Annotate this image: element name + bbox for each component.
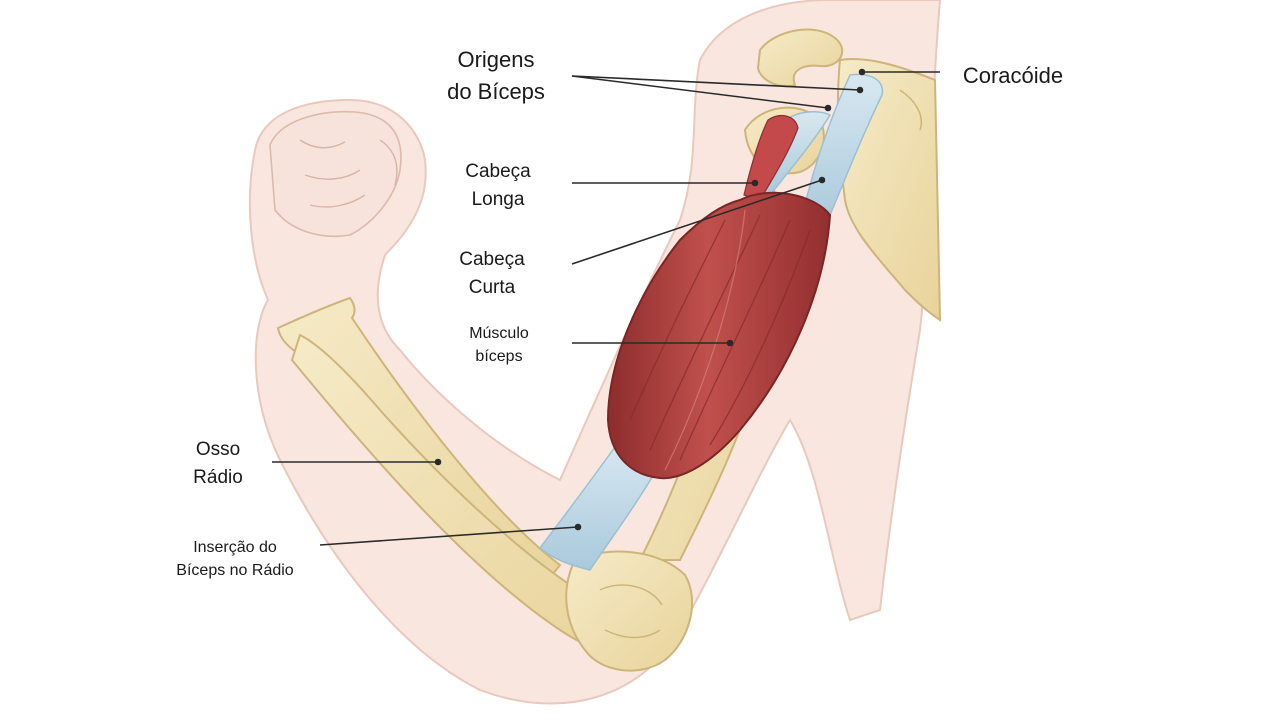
label-short-head: Cabeça Curta [434, 246, 550, 301]
label-radius-bone-line1: Osso [195, 439, 241, 460]
label-short-head-line1: Cabeça [459, 249, 525, 270]
leader-lines [272, 68, 940, 546]
label-biceps-insertion-line2: Bíceps no Rádio [176, 562, 294, 580]
label-biceps-origins-line2: do Bíceps [447, 78, 545, 104]
label-radius-bone: Osso Rádio [168, 436, 268, 491]
long-head-tendon [743, 114, 799, 201]
label-biceps-muscle-line1: Músculo [469, 325, 529, 342]
label-coracoid: Coracóide [948, 60, 1078, 92]
biceps-muscle [606, 191, 832, 480]
label-long-head-line1: Cabeça [465, 161, 531, 182]
label-biceps-insertion: Inserção do Bíceps no Rádio [150, 536, 320, 582]
label-biceps-origins: Origens do Bíceps [430, 44, 562, 108]
label-long-head-line2: Longa [471, 188, 525, 210]
forearm-bones [276, 296, 693, 672]
label-long-head: Cabeça Longa [440, 158, 556, 213]
label-short-head-line2: Curta [468, 276, 516, 298]
label-radius-bone-line2: Rádio [193, 466, 243, 488]
label-biceps-origins-line1: Origens [457, 47, 535, 72]
label-biceps-muscle: Músculo bíceps [446, 322, 552, 368]
label-biceps-muscle-line2: bíceps [475, 348, 523, 366]
label-biceps-insertion-line1: Inserção do [193, 539, 277, 556]
label-coracoid-line1: Coracóide [962, 63, 1064, 88]
